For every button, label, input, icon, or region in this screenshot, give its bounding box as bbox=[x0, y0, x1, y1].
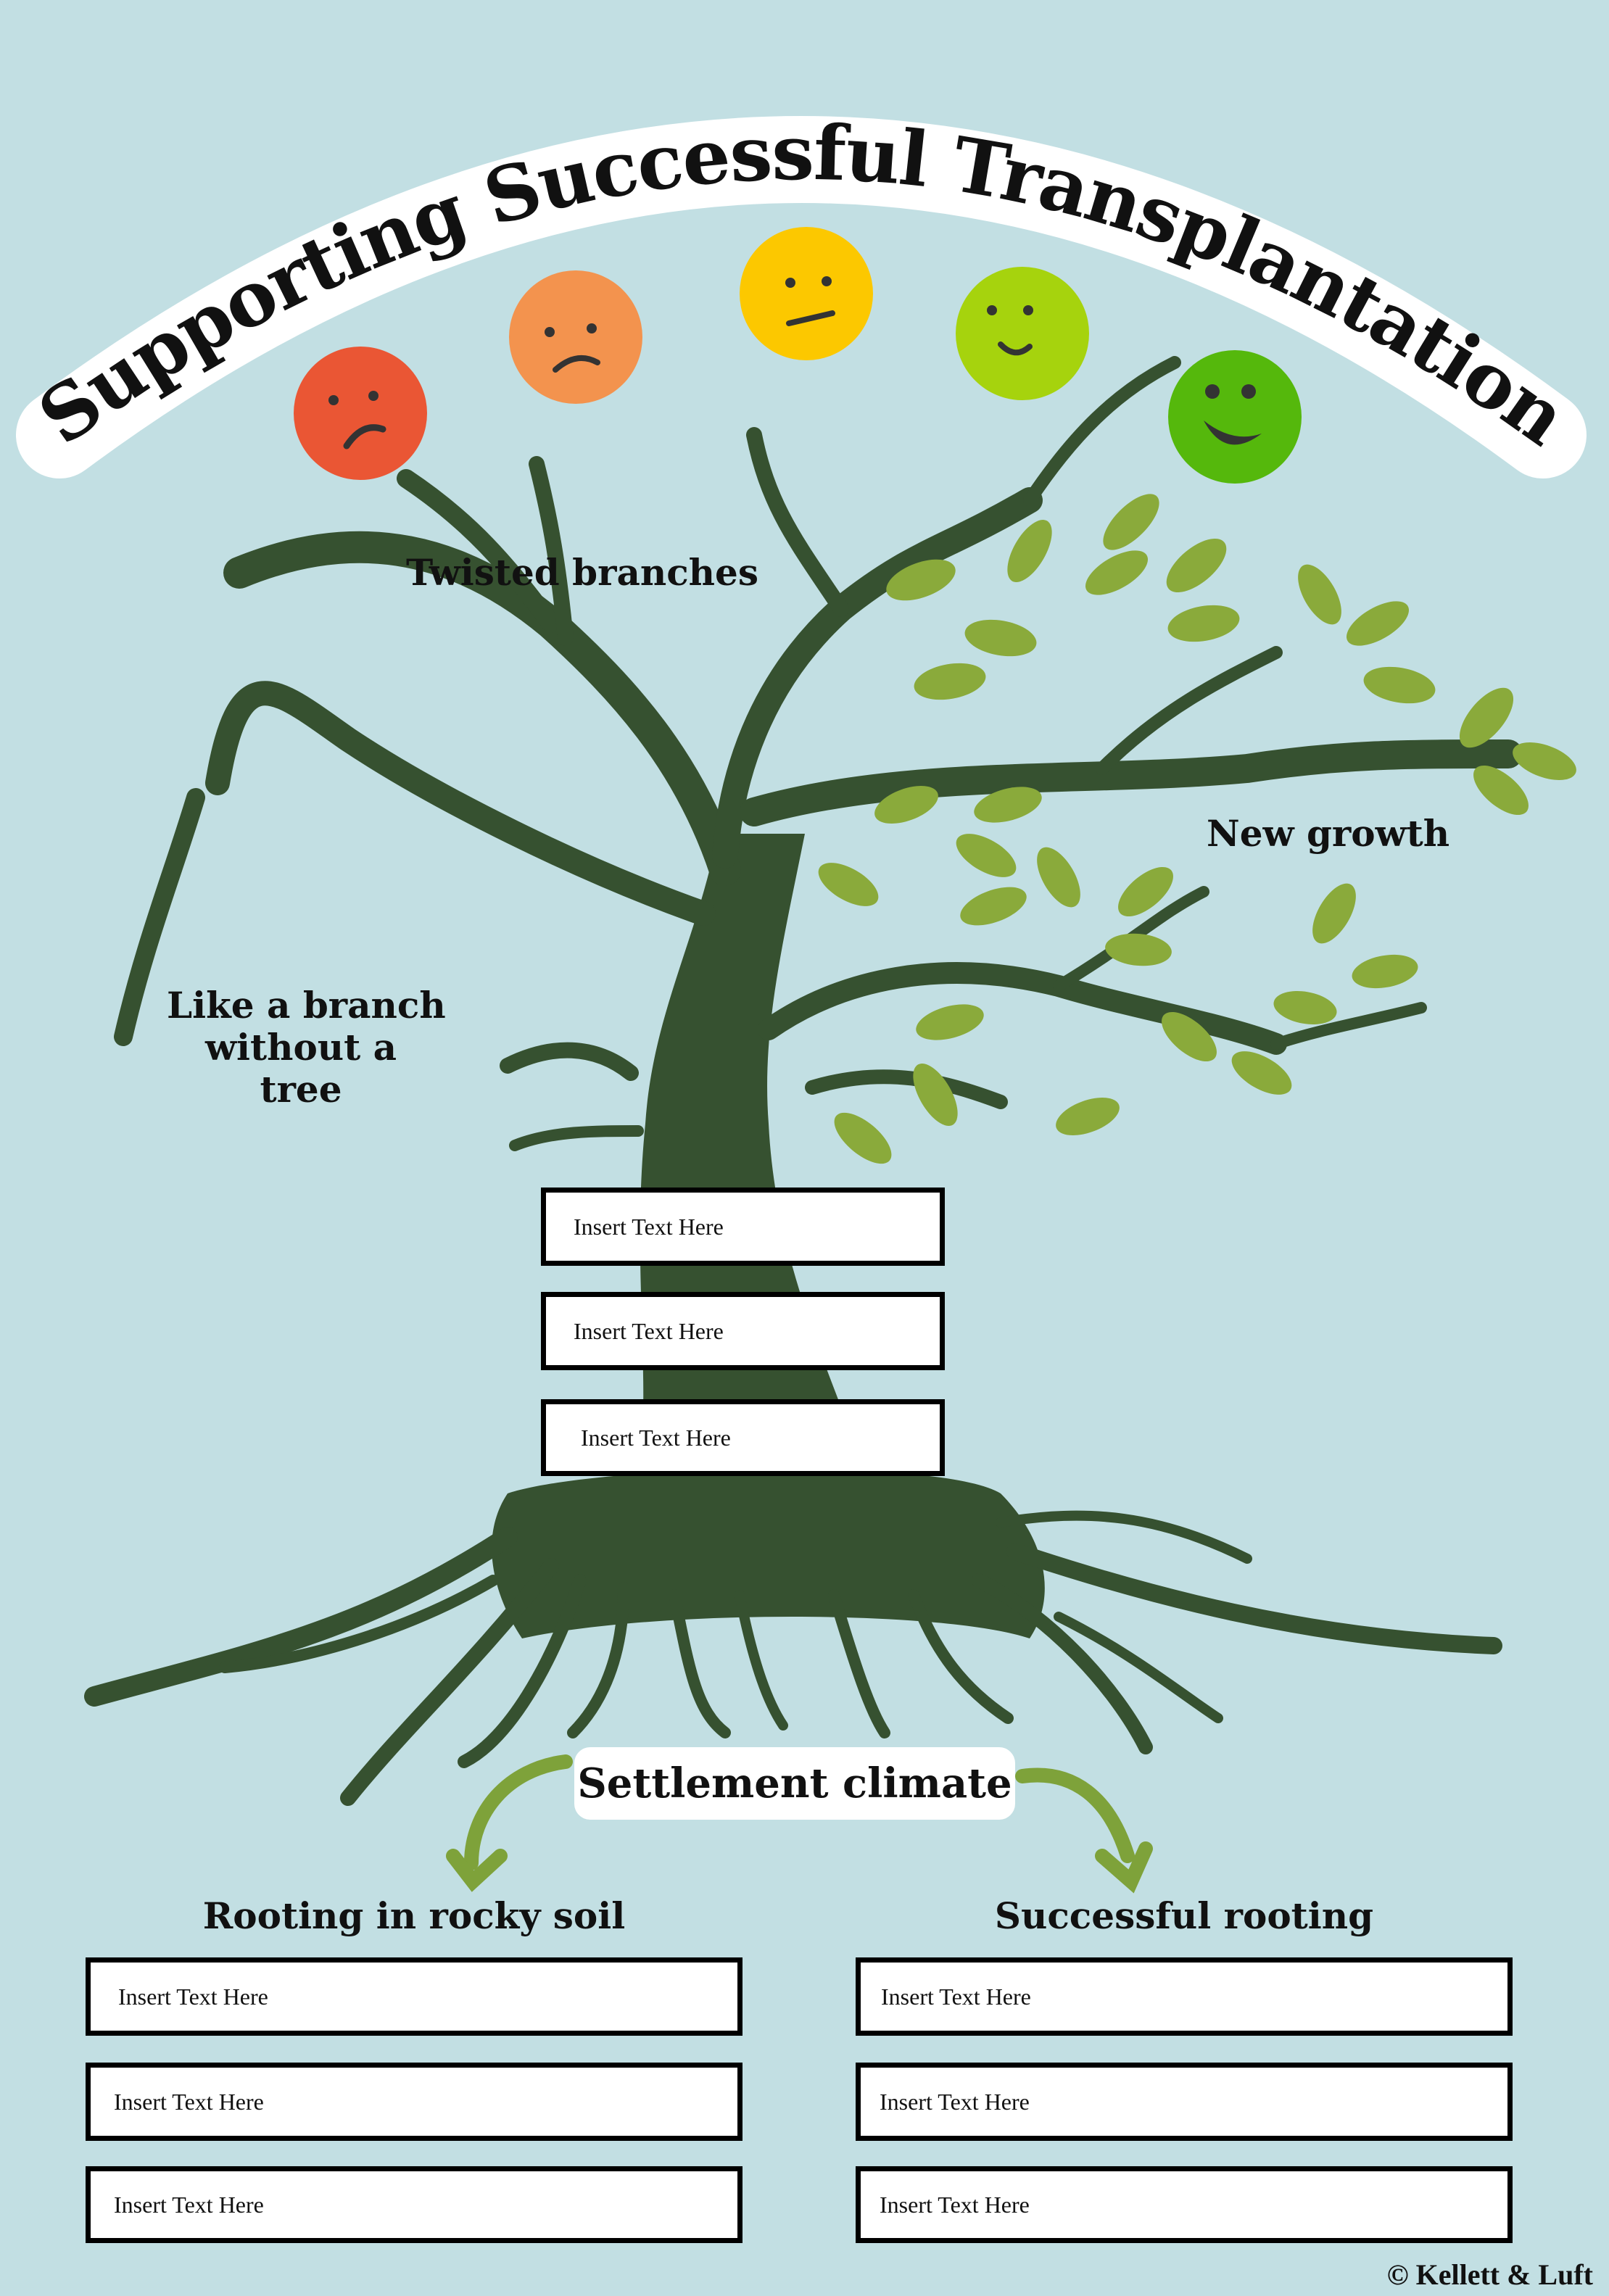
label-twisted-branches: Twisted branches bbox=[406, 551, 758, 594]
settlement-climate-label: Settlement climate bbox=[574, 1747, 1015, 1820]
heading-successful-rooting: Successful rooting bbox=[994, 1894, 1374, 1937]
heading-rooting-rocky-soil: Rooting in rocky soil bbox=[202, 1894, 626, 1937]
very-happy-face-icon bbox=[1168, 350, 1302, 484]
label-line: Like a branch bbox=[167, 984, 446, 1027]
happy-face-icon bbox=[956, 267, 1089, 400]
left-arrow-icon bbox=[446, 1754, 573, 1892]
label-new-growth: New growth bbox=[1207, 812, 1450, 855]
label-line: tree bbox=[260, 1068, 342, 1111]
rocky-soil-text-box-2[interactable]: Insert Text Here bbox=[86, 2063, 743, 2141]
rocky-soil-text-box-3[interactable]: Insert Text Here bbox=[86, 2166, 743, 2243]
trunk-text-box-3[interactable]: Insert Text Here bbox=[541, 1399, 945, 1476]
successful-rooting-text-box-1[interactable]: Insert Text Here bbox=[856, 1957, 1513, 2036]
successful-rooting-text-box-3[interactable]: Insert Text Here bbox=[856, 2166, 1513, 2243]
neutral-face-icon bbox=[740, 227, 873, 360]
trunk-text-box-1[interactable]: Insert Text Here bbox=[541, 1188, 945, 1266]
rocky-soil-text-box-1[interactable]: Insert Text Here bbox=[86, 1957, 743, 2036]
title-arch bbox=[16, 116, 1587, 478]
label-line: without a bbox=[204, 1026, 397, 1069]
copyright-notice: © Kellett & Luft bbox=[1386, 2258, 1593, 2291]
very-sad-face-icon bbox=[294, 347, 427, 480]
leaves bbox=[818, 494, 1576, 1164]
right-arrow-icon bbox=[1015, 1767, 1153, 1894]
sad-face-icon bbox=[509, 270, 642, 404]
trunk-text-box-2[interactable]: Insert Text Here bbox=[541, 1292, 945, 1370]
label-like-a-branch: Like a branch without a tree bbox=[167, 984, 446, 1111]
mood-faces bbox=[294, 227, 1302, 484]
successful-rooting-text-box-2[interactable]: Insert Text Here bbox=[856, 2063, 1513, 2141]
